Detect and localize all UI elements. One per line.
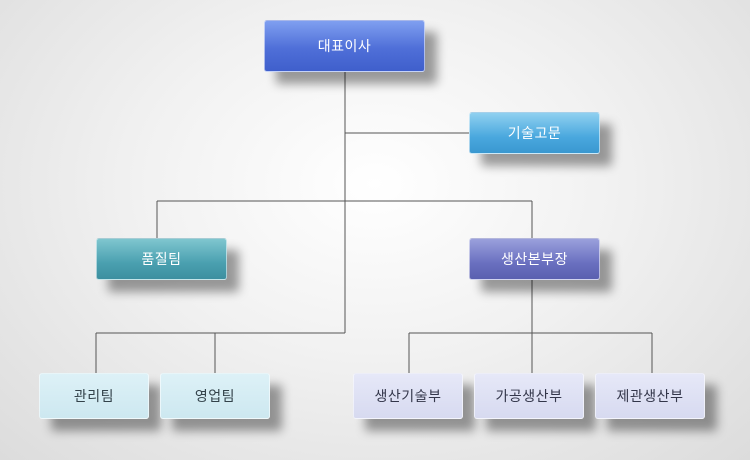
node-ceo-label: 대표이사 [317,39,372,55]
node-management-team[interactable]: 관리팀 [39,373,149,419]
node-production-tech-dept[interactable]: 생산기술부 [353,373,463,419]
node-sales-team-label: 영업팀 [194,389,236,405]
node-production-tech-dept-label: 생산기술부 [374,389,442,405]
node-ceo[interactable]: 대표이사 [264,20,425,72]
node-quality-team-label: 품질팀 [141,252,182,268]
node-pharma-production-dept[interactable]: 제관생산부 [595,373,705,419]
node-sales-team[interactable]: 영업팀 [160,373,270,419]
node-production-hq-label: 생산본부장 [501,252,568,268]
node-processing-production-dept-label: 가공생산부 [495,389,563,405]
node-quality-team[interactable]: 품질팀 [96,238,227,280]
node-technical-advisor[interactable]: 기술고문 [469,112,600,154]
node-technical-advisor-label: 기술고문 [507,126,562,142]
node-production-hq[interactable]: 생산본부장 [469,238,600,280]
node-management-team-label: 관리팀 [73,389,115,405]
node-pharma-production-dept-label: 제관생산부 [616,389,684,405]
node-processing-production-dept[interactable]: 가공생산부 [474,373,584,419]
